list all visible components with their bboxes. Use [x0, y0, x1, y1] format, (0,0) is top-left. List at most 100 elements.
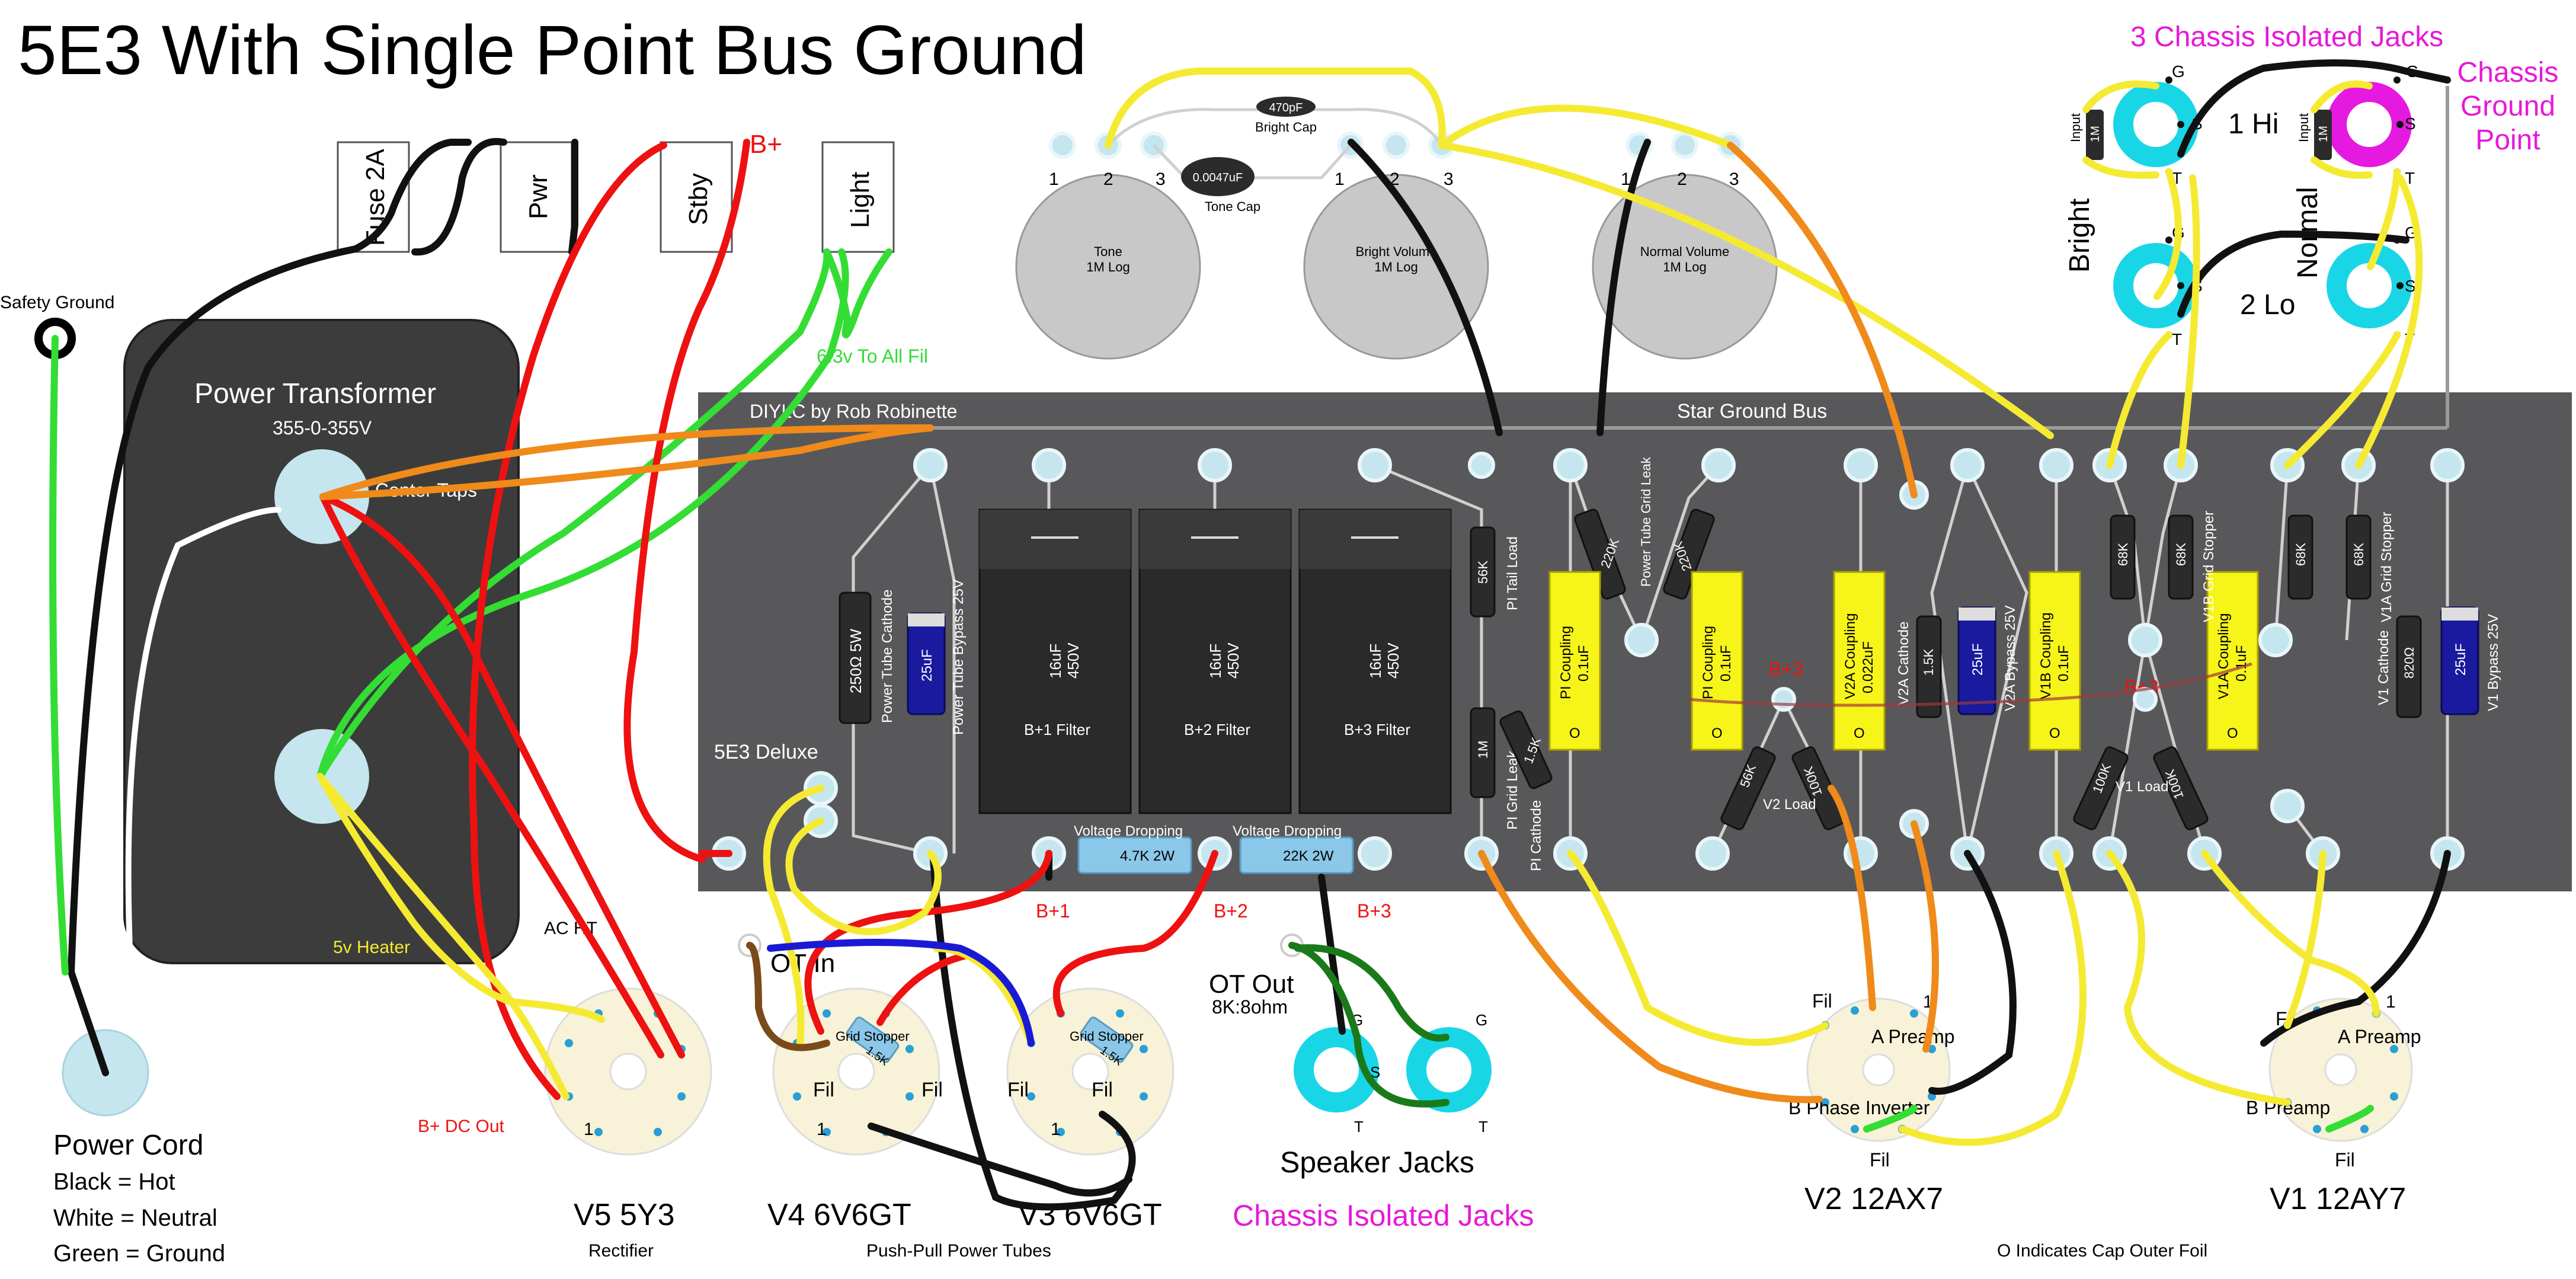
svg-text:B+3 Filter: B+3 Filter [1344, 721, 1410, 738]
svg-text:Fil: Fil [1812, 990, 1832, 1012]
svg-text:PI Cathode: PI Cathode [1528, 800, 1544, 871]
svg-text:Stby: Stby [684, 173, 713, 225]
svg-text:T: T [1354, 1118, 1364, 1136]
svg-text:0.1uF: 0.1uF [1576, 645, 1592, 682]
svg-text:G: G [1476, 1011, 1487, 1029]
filter-cap-1: 16uF 450V B+1 Filter [978, 509, 1132, 814]
b3-node-eyelet [1771, 687, 1796, 712]
v2a-coupling-cap: V2A Coupling 0.022uF O [1833, 571, 1886, 751]
tone-cap-value: 0.0047uF [1193, 171, 1243, 184]
dropping-resistor-2: Voltage Dropping 22K 2W [1233, 823, 1354, 874]
v3-grid-stopper: Grid Stopper 1.5K [1070, 1016, 1144, 1069]
svg-text:4.7K 2W: 4.7K 2W [1120, 848, 1175, 864]
svg-text:820Ω: 820Ω [2402, 647, 2417, 679]
svg-text:Power Tube Bypass 25V: Power Tube Bypass 25V [951, 579, 967, 735]
svg-text:V1 Load: V1 Load [2116, 779, 2168, 795]
svg-text:PI Coupling: PI Coupling [1700, 626, 1716, 699]
ot-out-impedance: 8K:8ohm [1212, 996, 1288, 1018]
page-title: 5E3 With Single Point Bus Ground [18, 11, 1087, 89]
svg-text:Power Tube Grid Leak: Power Tube Grid Leak [1639, 456, 1653, 587]
ot-in-label: OT In [770, 949, 835, 978]
svg-text:V2A Cathode: V2A Cathode [1896, 622, 1912, 705]
v1a-coupling-cap: V1A Coupling 0.1uF O [2206, 571, 2259, 751]
svg-text:1M: 1M [1476, 740, 1490, 759]
svg-text:Bright Volume: Bright Volume [1356, 244, 1437, 259]
svg-text:Fil: Fil [1007, 1079, 1029, 1101]
svg-text:O: O [1569, 725, 1580, 741]
svg-text:1: 1 [1051, 1120, 1061, 1139]
svg-text:T: T [1479, 1118, 1488, 1136]
dropping-resistor-1: Voltage Dropping 4.7K 2W [1074, 823, 1192, 874]
svg-text:Tone: Tone [1094, 244, 1122, 259]
svg-text:0.022uF: 0.022uF [1860, 641, 1876, 693]
bright-cap-value: 470pF [1269, 101, 1303, 114]
v1-name: V1 12AY7 [2270, 1182, 2406, 1216]
v1b-coupling-cap: V1B Coupling 0.1uF O [2028, 571, 2081, 751]
standby-switch[interactable]: Stby [660, 141, 733, 253]
normal-input-1-jack[interactable] [2327, 82, 2412, 167]
chassis-ground-label-3: Point [2475, 124, 2540, 156]
chassis-ground-label-2: Ground [2460, 91, 2555, 122]
v1b-grid-stopper-resistors: 68K 68K V1B Grid Stopper [2110, 511, 2217, 622]
jack-lo-label: 2 Lo [2240, 289, 2295, 321]
svg-text:25uF: 25uF [1970, 643, 1986, 676]
b1-label: B+1 [1036, 900, 1070, 922]
svg-text:V1A Grid Stopper: V1A Grid Stopper [2379, 511, 2395, 622]
svg-text:16uF: 16uF [1207, 644, 1224, 679]
svg-text:Power Tube Cathode: Power Tube Cathode [879, 590, 895, 723]
svg-text:2: 2 [1677, 170, 1687, 189]
v1-cathode-resistor: 820Ω V1 Cathode [2376, 615, 2422, 718]
normal-volume-pot[interactable]: Normal Volume 1M Log [1592, 174, 1778, 360]
svg-text:Light: Light [846, 172, 875, 228]
pi-tail-resistor: 56K PI Tail Load [1470, 526, 1521, 618]
pt-rating: 355-0-355V [273, 417, 372, 439]
v2-name: V2 12AX7 [1804, 1182, 1943, 1216]
svg-text:1: 1 [1335, 170, 1345, 189]
jack-hi-label: 1 Hi [2228, 108, 2279, 140]
b3-label: B+3 [1357, 900, 1391, 922]
svg-text:68K: 68K [2293, 543, 2308, 566]
tone-cap [1181, 157, 1255, 196]
svg-text:T: T [2405, 169, 2415, 187]
svg-text:68K: 68K [2116, 543, 2130, 566]
svg-text:2: 2 [1103, 170, 1113, 189]
svg-text:V1B Coupling: V1B Coupling [2038, 612, 2054, 699]
svg-text:V1A Coupling: V1A Coupling [2216, 613, 2232, 699]
power-transformer [123, 319, 520, 964]
bright-cap [1256, 97, 1316, 117]
svg-text:Fil: Fil [2335, 1149, 2355, 1171]
svg-text:O: O [1854, 725, 1865, 741]
v5-socket [544, 987, 712, 1156]
svg-text:1.5K: 1.5K [1921, 648, 1936, 676]
b3-node-eyelet-2 [2133, 687, 2158, 712]
speaker-jacks-label: Speaker Jacks [1280, 1146, 1474, 1179]
bright-volume-pot[interactable]: Bright Volume 1M Log [1303, 174, 1489, 360]
v4-name: V4 6V6GT [767, 1198, 911, 1232]
svg-text:V1 Cathode: V1 Cathode [2376, 630, 2392, 705]
svg-text:1: 1 [1621, 170, 1631, 189]
tone-pot[interactable]: Tone 1M Log [1015, 174, 1201, 360]
svg-text:V2 Load: V2 Load [1763, 797, 1816, 813]
svg-text:Input: Input [2296, 113, 2311, 142]
svg-text:Grid Stopper: Grid Stopper [836, 1029, 910, 1044]
speaker-jack-1[interactable] [1294, 1027, 1379, 1112]
svg-text:250Ω 5W: 250Ω 5W [847, 629, 865, 694]
filter-cap-2: 16uF 450V B+2 Filter [1138, 509, 1292, 814]
b2-label: B+2 [1214, 900, 1248, 922]
bright-input-1-jack[interactable] [2113, 82, 2199, 167]
bright-cap-label: Bright Cap [1255, 120, 1317, 135]
power-tubes-role: Push-Pull Power Tubes [866, 1241, 1051, 1261]
power-switch[interactable]: Pwr [500, 141, 573, 253]
power-cord-title: Power Cord [53, 1130, 203, 1161]
svg-text:1M Log: 1M Log [1086, 260, 1129, 274]
svg-text:T: T [2172, 330, 2182, 348]
svg-text:Input: Input [2068, 113, 2083, 142]
svg-text:Pwr: Pwr [524, 174, 553, 219]
svg-text:Voltage Dropping: Voltage Dropping [1074, 823, 1183, 839]
svg-text:68K: 68K [2351, 543, 2366, 566]
svg-text:S: S [1370, 1063, 1380, 1081]
speaker-jack-2[interactable] [1406, 1027, 1492, 1112]
v5-name: V5 5Y3 [574, 1198, 675, 1232]
svg-text:1M: 1M [2089, 126, 2102, 142]
chassis-ground-label-1: Chassis [2457, 57, 2559, 88]
